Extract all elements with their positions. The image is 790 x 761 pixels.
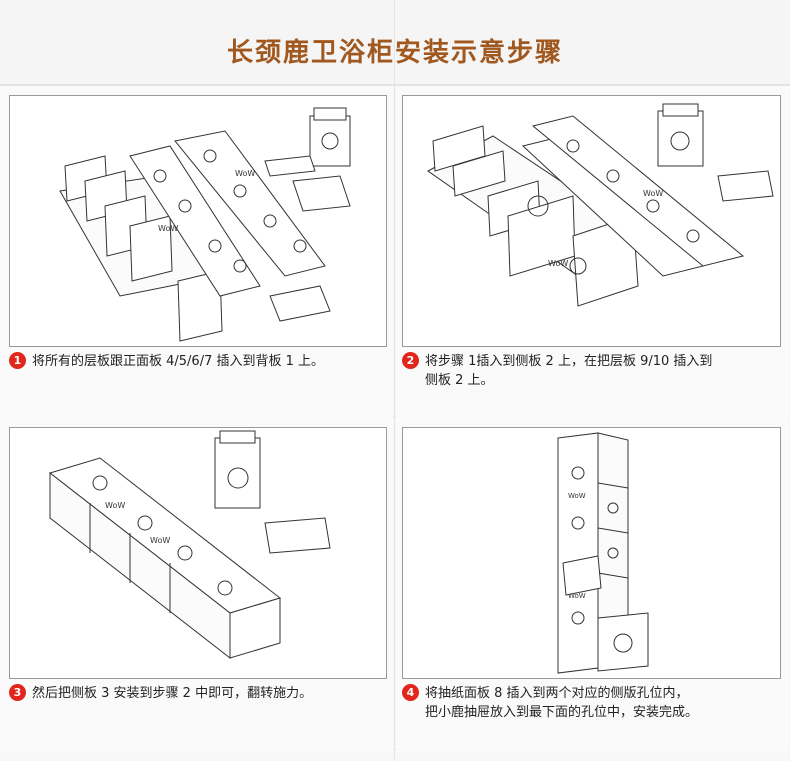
step-2-panel: WoW WoW 2 将步骤 1插入到侧板 2 上，在把层板 9/10 插入到 侧板…: [396, 86, 789, 421]
board-label: WoW: [568, 592, 586, 600]
step-2-caption: 2 将步骤 1插入到侧板 2 上，在把层板 9/10 插入到 侧板 2 上。: [402, 352, 778, 390]
step-1-illustration: WoW WoW: [9, 95, 387, 347]
page-title: 长颈鹿卫浴柜安装示意步骤: [0, 32, 790, 69]
horizontal-divider-middle: [0, 416, 790, 417]
board-label: WoW: [235, 169, 255, 178]
step-text: 将步骤 1插入到侧板 2 上，在把层板 9/10 插入到: [425, 354, 713, 369]
vertical-divider: [394, 0, 395, 761]
step-3-illustration: WoW WoW: [9, 427, 387, 679]
step-number-badge: 2: [402, 352, 419, 369]
board-label: WoW: [158, 224, 178, 233]
step-1-caption: 1 将所有的层板跟正面板 4/5/6/7 插入到背板 1 上。: [9, 352, 385, 371]
board-label: WoW: [548, 259, 568, 268]
board-label: WoW: [568, 492, 586, 500]
board-label: WoW: [150, 536, 170, 545]
horizontal-divider-top: [0, 85, 790, 86]
step-number-badge: 1: [9, 352, 26, 369]
step-1-panel: WoW WoW 1 将所有的层板跟正面板 4/5/6/7 插入到背板 1 上。: [0, 86, 393, 421]
step-number-badge: 4: [402, 684, 419, 701]
step-text: 然后把侧板 3 安装到步骤 2 中即可，翻转施力。: [32, 686, 313, 701]
horizontal-divider-bottom: [0, 749, 790, 750]
step-text: 将所有的层板跟正面板 4/5/6/7 插入到背板 1 上。: [32, 354, 325, 369]
board-label: WoW: [105, 501, 125, 510]
step-4-panel: WoW WoW 4 将抽纸面板 8 插入到两个对应的侧版孔位内， 把小鹿抽屉放入到…: [396, 418, 789, 753]
step-text-line2: 把小鹿抽屉放入到最下面的孔位中，安装完成。: [425, 705, 699, 720]
board-label: WoW: [643, 189, 663, 198]
title-banner: 长颈鹿卫浴柜安装示意步骤: [0, 0, 790, 85]
step-3-caption: 3 然后把侧板 3 安装到步骤 2 中即可，翻转施力。: [9, 684, 385, 703]
step-4-caption: 4 将抽纸面板 8 插入到两个对应的侧版孔位内， 把小鹿抽屉放入到最下面的孔位中，…: [402, 684, 778, 722]
step-text-line2: 侧板 2 上。: [425, 373, 494, 388]
step-2-illustration: WoW WoW: [402, 95, 781, 347]
step-number-badge: 3: [9, 684, 26, 701]
step-3-panel: WoW WoW 3 然后把侧板 3 安装到步骤 2 中即可，翻转施力。: [0, 418, 393, 753]
step-4-illustration: WoW WoW: [402, 427, 781, 679]
step-text: 将抽纸面板 8 插入到两个对应的侧版孔位内，: [425, 686, 689, 701]
